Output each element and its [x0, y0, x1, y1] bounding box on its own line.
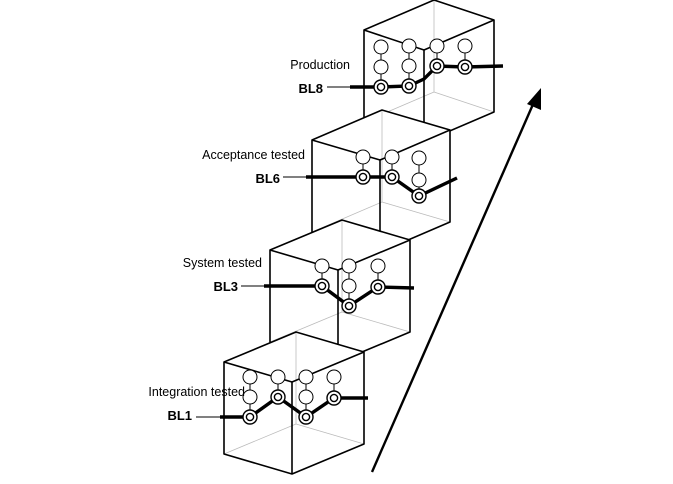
cube-acceptance [283, 109, 458, 253]
system-baseline-node-inner [344, 301, 354, 311]
integration-baseline-node [326, 390, 342, 406]
production-baseline-node-inner [376, 82, 386, 92]
production-baseline-node-inner [432, 61, 442, 71]
integration-baseline-node [242, 409, 258, 425]
system-version-node [370, 258, 386, 274]
stage-label-integration: Integration tested [148, 385, 245, 399]
production-version-node [429, 38, 445, 54]
system-baseline-node-inner [317, 281, 327, 291]
production-baseline-node [373, 79, 389, 95]
stage-label-acceptance: Acceptance tested [202, 148, 305, 162]
system-version-node [314, 258, 330, 274]
integration-baseline-node-inner [273, 392, 283, 402]
production-baseline-node [401, 78, 417, 94]
integration-baseline-node-inner [245, 412, 255, 422]
integration-outline [223, 331, 365, 475]
cube-integration [196, 331, 368, 475]
system-hidden-edge [341, 311, 411, 333]
acceptance-baseline-node [411, 188, 427, 204]
baseline-label-bl3: BL3 [213, 279, 238, 294]
integration-baseline-node [270, 389, 286, 405]
integration-version-node [326, 369, 342, 385]
acceptance-top-face [312, 110, 450, 160]
production-top-face [364, 0, 494, 50]
integration-version-node [242, 389, 258, 405]
production-baseline-node [429, 58, 445, 74]
acceptance-version-node [355, 149, 371, 165]
production-version-node [373, 59, 389, 75]
acceptance-baseline-node-inner [414, 191, 424, 201]
stage-label-production: Production [290, 58, 350, 72]
acceptance-baseline-node-inner [387, 172, 397, 182]
integration-version-node [242, 369, 258, 385]
acceptance-baseline-node [384, 169, 400, 185]
integration-version-node [298, 369, 314, 385]
integration-version-node [270, 369, 286, 385]
integration-hidden-edge [295, 423, 365, 445]
system-version-node [341, 278, 357, 294]
cube-system [241, 219, 415, 363]
acceptance-version-node [411, 172, 427, 188]
progress-arrow-icon [370, 88, 541, 473]
stage-label-system: System tested [183, 256, 262, 270]
production-baseline-node-inner [404, 81, 414, 91]
system-baseline-node [341, 298, 357, 314]
acceptance-baseline-node [355, 169, 371, 185]
system-baseline-node [314, 278, 330, 294]
system-left-face [270, 250, 338, 362]
acceptance-version-node [384, 149, 400, 165]
baseline-label-bl8: BL8 [298, 81, 323, 96]
system-right-face [338, 240, 410, 362]
baseline-label-bl6: BL6 [255, 171, 280, 186]
integration-version-node [298, 389, 314, 405]
integration-baseline-node-inner [329, 393, 339, 403]
production-version-node [457, 38, 473, 54]
production-version-node [401, 38, 417, 54]
production-version-node [401, 58, 417, 74]
system-version-node [341, 258, 357, 274]
acceptance-hidden-edge [381, 201, 451, 223]
acceptance-baseline-node-inner [358, 172, 368, 182]
integration-baseline-node-inner [301, 412, 311, 422]
acceptance-version-node [411, 150, 427, 166]
integration-top-face [224, 332, 364, 382]
system-top-face [270, 220, 410, 270]
production-hidden-edge [433, 91, 495, 113]
baseline-label-bl1: BL1 [167, 408, 192, 423]
integration-baseline-node [298, 409, 314, 425]
integration-hidden-edge [223, 423, 297, 455]
system-baseline-node-inner [373, 282, 383, 292]
production-version-node [373, 39, 389, 55]
system-baseline-node [370, 279, 386, 295]
production-baseline-node-inner [460, 62, 470, 72]
production-baseline-node [457, 59, 473, 75]
